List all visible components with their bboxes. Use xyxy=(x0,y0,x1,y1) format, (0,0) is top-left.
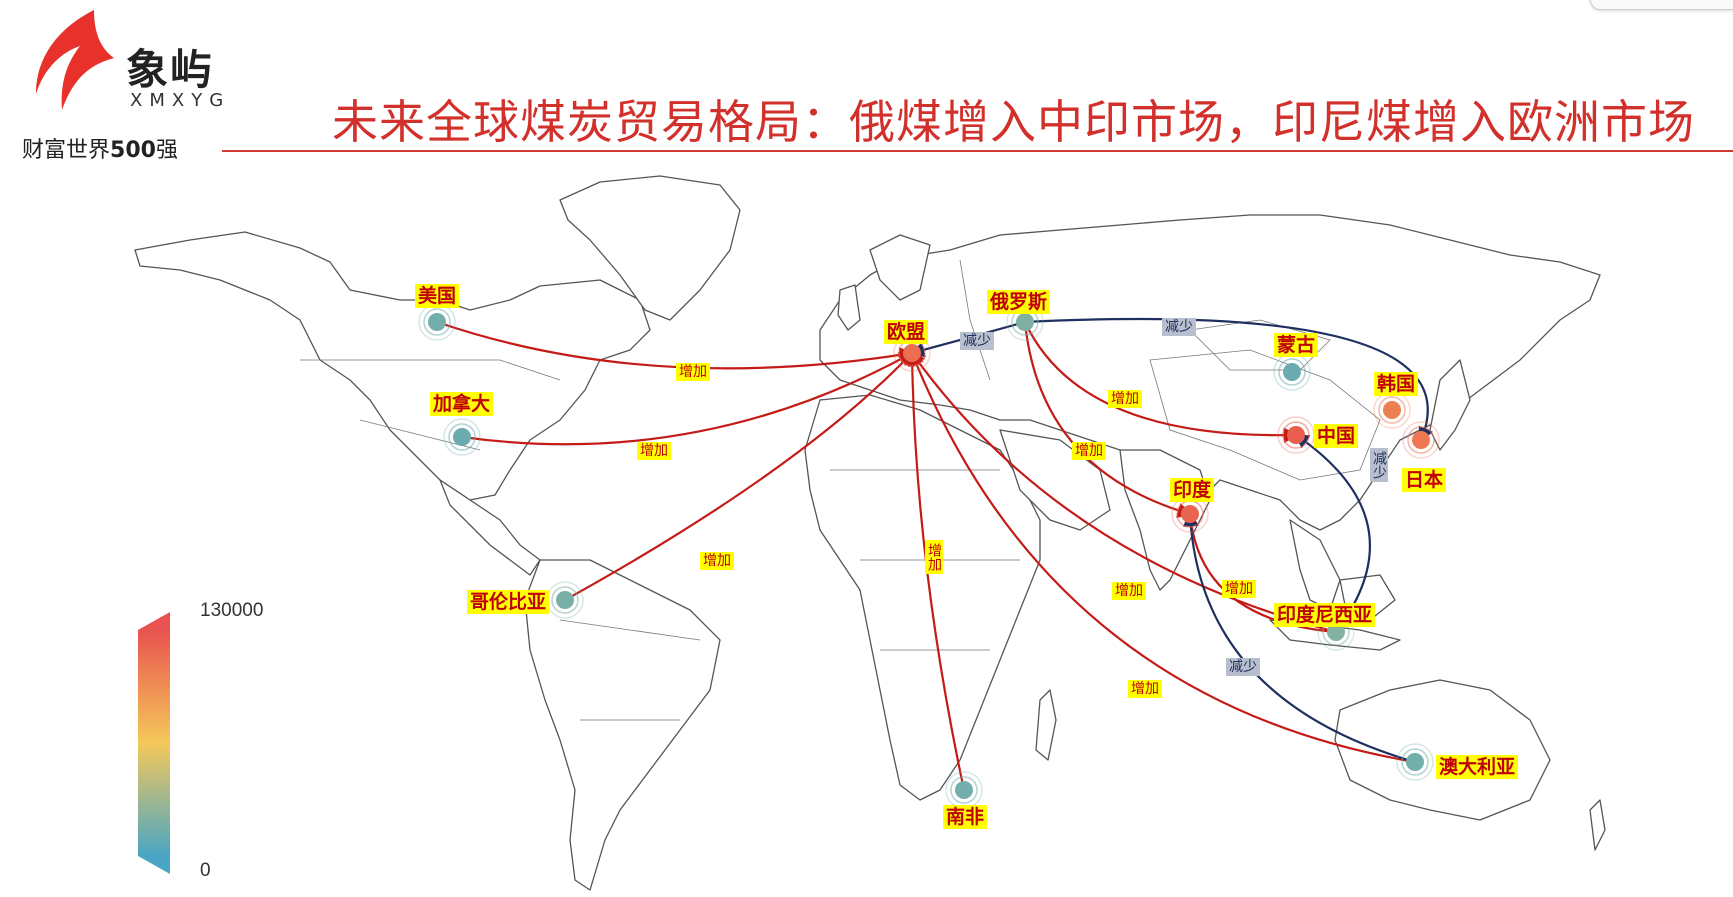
window-corner-tab xyxy=(1590,0,1733,10)
africa-land xyxy=(804,394,1041,801)
country-label-russia: 俄罗斯 xyxy=(987,290,1051,314)
node-ring-australia xyxy=(1401,748,1429,776)
flow-line-russia-to-china xyxy=(1024,321,1300,443)
node-japan[interactable] xyxy=(1412,431,1430,449)
page-title: 未来全球煤炭贸易格局：俄煤增入中印市场，印尼煤增入欧洲市场 xyxy=(332,95,1695,149)
node-ring-canada xyxy=(448,423,476,451)
value-legend xyxy=(138,612,170,874)
node-india[interactable] xyxy=(1181,505,1199,523)
node-ring-south_africa xyxy=(950,776,978,804)
country-label-canada: 加拿大 xyxy=(430,392,494,416)
world-landmass xyxy=(134,175,1606,891)
tagline-prefix: 财富世界 xyxy=(22,138,111,163)
legend-gradient-bar xyxy=(138,630,170,856)
country-label-indonesia: 印度尼西亚 xyxy=(1274,603,1376,627)
south-america-land xyxy=(524,559,721,891)
country-label-usa: 美国 xyxy=(415,284,460,308)
flow-label-indonesia-to-china: 减少 xyxy=(1370,448,1388,482)
node-ring-usa xyxy=(423,308,451,336)
node-russia[interactable] xyxy=(1016,313,1034,331)
country-label-china: 中国 xyxy=(1314,424,1359,448)
flow-line-colombia-to-eu xyxy=(564,350,915,601)
flow-label-usa-to-eu: 增加 xyxy=(676,363,710,381)
flow-label-indonesia-to-india: 增加 xyxy=(1222,580,1256,598)
flow-line-canada-to-eu xyxy=(461,351,915,446)
legend-max-handle xyxy=(138,612,170,630)
flame-icon xyxy=(36,10,114,110)
node-ring-korea xyxy=(1378,396,1406,424)
node-south_africa[interactable] xyxy=(955,781,973,799)
flow-label-colombia-to-eu: 增加 xyxy=(700,552,734,570)
title-divider xyxy=(222,150,1733,152)
flow-label-russia-to-india: 增加 xyxy=(1072,442,1106,460)
node-ring-japan xyxy=(1402,421,1440,459)
node-colombia[interactable] xyxy=(556,591,574,609)
madagascar-land xyxy=(1035,689,1057,761)
country-label-eu: 欧盟 xyxy=(884,320,929,344)
arabia-land xyxy=(999,429,1111,531)
node-eu[interactable] xyxy=(903,344,921,362)
node-mongolia[interactable] xyxy=(1283,363,1301,381)
uk-land xyxy=(837,284,861,331)
node-korea[interactable] xyxy=(1383,401,1401,419)
central-america-land xyxy=(439,479,541,576)
node-indonesia[interactable] xyxy=(1327,623,1345,641)
flow-label-russia-to-japan: 减少 xyxy=(1162,318,1196,336)
flow-label-indonesia-to-eu: 增加 xyxy=(1112,582,1146,600)
country-label-korea: 韩国 xyxy=(1374,372,1419,396)
greenland-land xyxy=(559,175,741,321)
country-label-australia: 澳大利亚 xyxy=(1436,755,1519,779)
south-america-internal-border xyxy=(559,619,701,721)
usa-mexico-border xyxy=(359,419,481,451)
country-label-japan: 日本 xyxy=(1402,468,1447,492)
flow-line-indonesia-to-eu xyxy=(910,350,1337,634)
north-america-land xyxy=(134,231,651,501)
node-ring-japan xyxy=(1407,426,1435,454)
brand-name-en: XMXYG xyxy=(130,90,231,111)
flow-label-russia-to-eu: 减少 xyxy=(960,332,994,350)
legend-min-handle xyxy=(138,856,170,874)
node-ring-canada xyxy=(443,418,481,456)
europe-asia-border xyxy=(959,259,991,381)
node-china[interactable] xyxy=(1287,426,1305,444)
node-ring-china xyxy=(1282,421,1310,449)
flow-line-russia-to-japan xyxy=(1024,317,1433,443)
brand-tagline: 财富世界500强 xyxy=(22,132,178,164)
tagline-number: 500 xyxy=(110,138,156,163)
flow-line-australia-to-eu xyxy=(909,350,1416,764)
usa-canada-border xyxy=(300,359,561,381)
node-canada[interactable] xyxy=(453,428,471,446)
node-usa[interactable] xyxy=(428,313,446,331)
tagline-suffix: 强 xyxy=(155,138,178,163)
country-label-south_africa: 南非 xyxy=(943,805,988,829)
flow-label-australia-to-india: 减少 xyxy=(1226,658,1260,676)
brand-name-cn: 象屿 xyxy=(126,45,215,94)
legend-max-label: 130000 xyxy=(200,600,264,621)
flow-label-australia-to-eu: 增加 xyxy=(1128,680,1162,698)
node-ring-mongolia xyxy=(1278,358,1306,386)
flow-line-usa-to-eu xyxy=(436,320,916,370)
china-border xyxy=(1149,349,1381,481)
australia-land xyxy=(1334,679,1551,821)
flow-label-russia-to-china: 增加 xyxy=(1108,390,1142,408)
node-australia[interactable] xyxy=(1406,753,1424,771)
country-label-india: 印度 xyxy=(1170,478,1215,502)
flow-label-south_africa-to-eu: 增加 xyxy=(925,540,943,574)
flow-label-canada-to-eu: 增加 xyxy=(637,442,671,460)
southeast-asia-land xyxy=(1289,519,1341,611)
new-zealand-land xyxy=(1589,799,1606,851)
node-ring-colombia xyxy=(551,586,579,614)
legend-min-label: 0 xyxy=(200,860,211,881)
country-label-colombia: 哥伦比亚 xyxy=(467,590,550,614)
brand-logo: 象屿 XMXYG 财富世界500强 xyxy=(22,6,232,163)
scandinavia-land xyxy=(869,234,931,301)
country-label-mongolia: 蒙古 xyxy=(1274,333,1319,357)
node-ring-australia xyxy=(1396,743,1434,781)
